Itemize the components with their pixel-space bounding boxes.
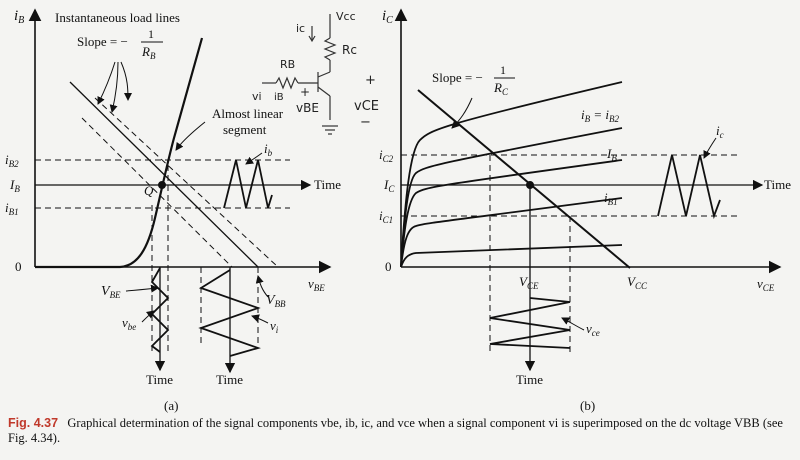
time-label-below-1: Time [146, 372, 173, 387]
x-axis-label-a: vBE [308, 276, 325, 293]
ib-eq-ib2: iB = iB2 [581, 107, 620, 124]
hw-vbe: vBE [296, 101, 319, 115]
slope-num-b: 1 [500, 63, 506, 77]
hw-rc: Rc [342, 43, 357, 57]
ib-waveform [223, 159, 273, 209]
load-line-arrow-2 [109, 61, 119, 113]
figure-caption: Fig. 4.37 Graphical determination of the… [8, 416, 792, 446]
panel-b-labels: iC Slope = − 1 RC iB = iB2 IB iB1 iC2 IC… [379, 8, 791, 413]
caption-label: Fig. 4.37 [8, 416, 59, 430]
input-characteristic-curve [35, 37, 204, 269]
slope-den-b: RC [493, 80, 509, 97]
panel-b-label: (b) [580, 398, 595, 413]
time-label-right-b: Time [764, 177, 791, 192]
vbb-label: VBB [266, 293, 286, 309]
vce-label-arrow [561, 317, 585, 331]
ic-label-arrow [703, 137, 717, 159]
slope-den-a: RB [141, 44, 156, 61]
tick-iB1: iB1 [5, 200, 19, 217]
ic-waveform [657, 154, 721, 220]
load-lines-title: Instantaneous load lines [55, 10, 180, 25]
load-line-left [81, 117, 233, 268]
load-line-arrow-3 [120, 61, 132, 101]
almost-linear-label-1: Almost linear [212, 106, 284, 121]
ic-label: ic [716, 123, 724, 140]
ib-label: ib [264, 141, 273, 158]
panel-a [28, 8, 332, 374]
tick-iB2: iB2 [5, 152, 19, 169]
time-label-below-2: Time [216, 372, 243, 387]
tick-IC: IC [383, 177, 395, 194]
load-line-b [417, 89, 631, 269]
handwritten-labels: Vcc ic Rc RB + vi iB + vBE vCE − [252, 10, 379, 130]
tick-IB: IB [9, 177, 20, 194]
ib-label-arrow [245, 152, 263, 165]
load-line-right [94, 97, 279, 268]
vce-tick-label: VCE [519, 274, 539, 291]
tick-zero-b: 0 [385, 259, 392, 274]
vi-waveform [198, 269, 261, 357]
tick-zero-a: 0 [15, 259, 22, 274]
vi-label-arrow [251, 314, 269, 324]
IB-curve-label: IB [606, 146, 617, 163]
hw-minus: − [360, 115, 371, 130]
hw-vce: vCE [354, 99, 379, 114]
q-label: Q [144, 183, 154, 198]
load-line-arrow-1 [97, 61, 116, 105]
time-label-right-a: Time [314, 177, 341, 192]
hw-ic: ic [296, 22, 305, 35]
handwritten-circuit [262, 14, 338, 135]
hw-vi: vi [252, 90, 262, 103]
curve-iB1 [400, 197, 623, 268]
curve-IB [400, 159, 623, 268]
vbe-small-arrow [141, 310, 155, 323]
x-axis-label-b: vCE [757, 276, 775, 293]
panel-b [394, 8, 782, 372]
caption-text: Graphical determination of the signal co… [8, 416, 783, 445]
curve-bottom [400, 244, 623, 268]
load-line-center [69, 81, 259, 268]
vbe-label-arrow [125, 284, 159, 293]
hw-rb: RB [280, 58, 295, 71]
slope-label-a: Slope = − [77, 34, 128, 49]
iB1-curve-label: iB1 [604, 190, 618, 207]
vbe-small-label: vbe [122, 315, 136, 332]
slope-num-a: 1 [148, 27, 154, 41]
panel-b-y-axis-label: iC [382, 8, 393, 26]
hw-plus-2: + [300, 85, 310, 99]
slope-label-b: Slope = − [432, 70, 483, 85]
tick-iC2: iC2 [379, 147, 394, 164]
vbe-label: VBE [101, 284, 121, 300]
hw-plus-1: + [365, 73, 376, 88]
tick-iC1: iC1 [379, 208, 393, 225]
hw-ib: iB [274, 92, 284, 103]
panel-a-y-axis-label: iB [14, 8, 24, 26]
panel-a-label: (a) [164, 398, 178, 413]
time-label-below-b: Time [516, 372, 543, 387]
slope-arrow-b [451, 97, 473, 129]
curve-top [400, 81, 623, 268]
vi-label: vi [270, 318, 279, 335]
vbb-label-arrow [255, 275, 269, 298]
vce-small-label: vce [586, 321, 600, 338]
curve-iB2 [400, 127, 623, 268]
panel-a-labels: iB Instantaneous load lines Slope = − 1 … [5, 8, 341, 413]
hw-vcc: Vcc [336, 10, 356, 23]
vce-waveform [489, 297, 571, 349]
almost-linear-label-2: segment [223, 122, 267, 137]
almost-linear-arrow [175, 121, 206, 151]
q-point-a [158, 181, 166, 189]
vcc-tick-label: VCC [627, 274, 648, 291]
